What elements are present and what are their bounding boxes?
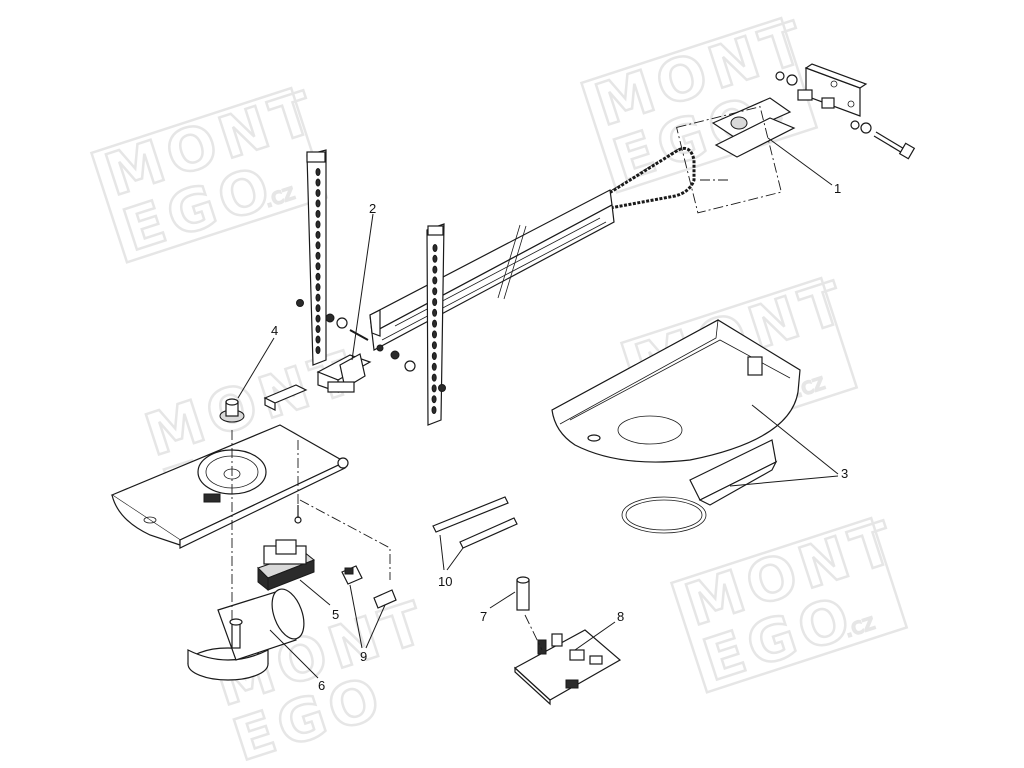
bracket-hole — [315, 220, 321, 229]
drive-chain — [605, 146, 696, 210]
drive-gear — [219, 398, 245, 423]
bracket-hole — [431, 395, 437, 404]
callout-5: 5 — [332, 607, 339, 622]
bracket-hole — [315, 304, 321, 313]
control-board — [513, 629, 622, 706]
bracket-hole — [431, 406, 437, 414]
bracket-hole — [315, 293, 321, 302]
bracket-hole — [315, 346, 321, 354]
callout-2: 2 — [369, 201, 376, 216]
carriage — [316, 353, 372, 393]
bracket-hole — [315, 314, 321, 323]
bracket-hole — [315, 188, 321, 197]
bracket-hole — [432, 298, 438, 306]
chassis-plate — [110, 424, 349, 549]
bracket-hole — [315, 209, 321, 218]
bracket-hole — [315, 325, 321, 334]
lamp-cover — [689, 439, 778, 506]
bracket-hole — [315, 241, 321, 250]
watermark-logo: MONT EGO .cz — [669, 506, 909, 696]
callout-1: 1 — [834, 181, 841, 196]
lamp-ring — [621, 496, 707, 534]
bracket-hole — [432, 276, 438, 285]
bracket-hole — [315, 272, 321, 281]
bracket-hole — [315, 178, 321, 187]
bracket-hole — [431, 384, 437, 393]
transformer — [257, 505, 315, 592]
callout-9: 9 — [360, 649, 367, 664]
callout-7: 7 — [480, 609, 487, 624]
fasteners — [296, 299, 446, 392]
bracket-hole — [432, 244, 438, 252]
bracket-hole — [432, 308, 438, 317]
bracket-hole — [431, 352, 437, 360]
assembly-lines — [231, 430, 543, 651]
bracket-hole — [315, 262, 321, 271]
bracket-hole — [432, 319, 438, 328]
callout-6: 6 — [318, 678, 325, 693]
callout-3: 3 — [841, 466, 848, 481]
callout-labels: 1 2 3 4 5 6 7 8 9 10 — [271, 181, 848, 693]
callout-10: 10 — [438, 574, 452, 589]
watermark-logo: MONT EGO .cz — [89, 76, 329, 266]
push-button — [516, 576, 530, 611]
callout-8: 8 — [617, 609, 624, 624]
bracket-hole — [315, 251, 321, 260]
limit-switch-strips — [432, 496, 518, 549]
bracket-hole — [431, 373, 437, 382]
rail — [369, 189, 615, 351]
bracket-hole — [431, 341, 437, 350]
front-bracket-assembly — [676, 63, 916, 214]
bracket-hole — [315, 230, 321, 239]
bracket-hole — [315, 199, 321, 208]
bracket-hole — [315, 283, 321, 292]
bracket-plate — [263, 384, 308, 411]
bracket-hole — [431, 330, 437, 339]
bracket-hole — [315, 335, 321, 344]
motor — [187, 588, 305, 681]
bracket-hole — [432, 265, 438, 274]
watermark-logo: MONT EGO .cz — [579, 6, 819, 196]
bracket-hole — [431, 362, 437, 371]
bracket-hole — [432, 254, 438, 263]
leader-lines — [237, 137, 839, 679]
housing-cover — [551, 319, 801, 463]
bracket-hole — [315, 168, 321, 176]
switches — [341, 565, 397, 609]
bracket-hole — [432, 287, 438, 296]
callout-4: 4 — [271, 323, 278, 338]
